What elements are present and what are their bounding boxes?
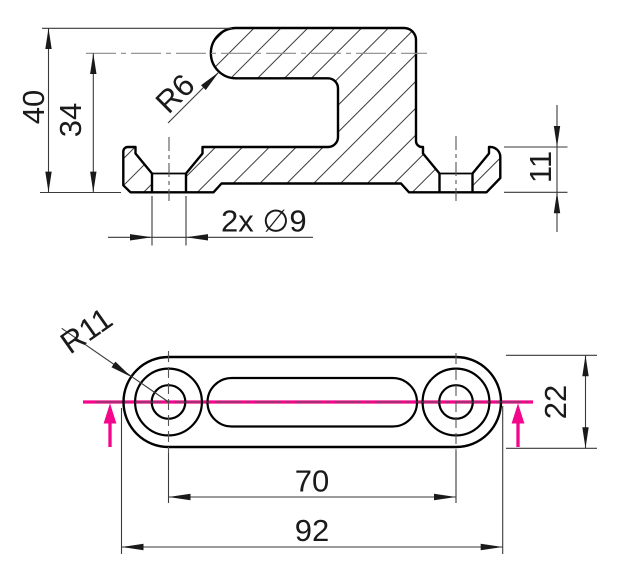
dim-overall-height[interactable]: 40 xyxy=(16,27,232,194)
dim-base-thickness[interactable]: 11 xyxy=(504,105,568,232)
dim-overall-length[interactable]: 92 xyxy=(120,406,504,554)
highlighted-centerline[interactable] xyxy=(83,400,533,447)
dim-overall-width[interactable]: 22 xyxy=(506,354,597,449)
dim-overall-length-label: 92 xyxy=(295,513,329,548)
dim-hole-note-label: 2x ∅9 xyxy=(221,204,307,239)
dim-slot-center-height[interactable]: 34 xyxy=(53,53,97,193)
dim-end-radius-label: R11 xyxy=(54,301,119,361)
dim-overall-height-label: 40 xyxy=(16,90,51,124)
dim-overall-width-label: 22 xyxy=(538,385,573,419)
highlight-arrow-right xyxy=(511,403,525,424)
top-view: 70 92 22 R11 xyxy=(54,301,597,554)
dim-slot-end-radius[interactable]: R6 xyxy=(149,67,220,124)
dim-hole-pitch[interactable]: 70 xyxy=(167,451,457,503)
dim-base-thickness-label: 11 xyxy=(523,151,558,183)
part-outline[interactable] xyxy=(122,26,502,194)
dim-end-radius[interactable]: R11 xyxy=(54,301,169,403)
dim-slot-end-radius-label: R6 xyxy=(149,67,202,120)
dim-slot-center-height-label: 34 xyxy=(53,103,88,137)
dim-hole-note[interactable]: 2x ∅9 xyxy=(108,196,313,246)
front-view: 40 34 R6 2x ∅9 xyxy=(16,26,568,246)
dim-hole-pitch-label: 70 xyxy=(295,464,329,499)
highlight-arrow-left xyxy=(103,403,117,424)
